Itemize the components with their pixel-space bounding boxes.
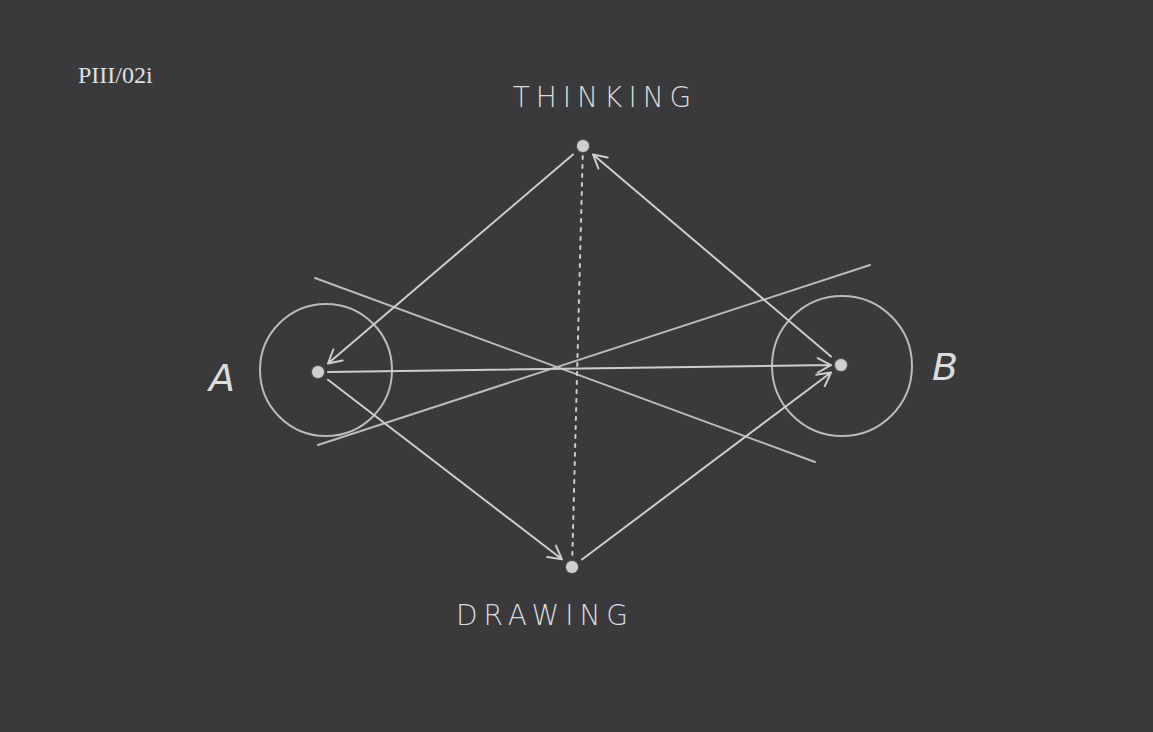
tangent-line xyxy=(318,265,870,445)
concept-label: THINKING xyxy=(513,81,698,114)
chalk-arrow xyxy=(328,380,562,560)
chalk-dot xyxy=(566,561,578,573)
chalk-point: THINKING xyxy=(575,138,591,154)
chalk-point: A xyxy=(310,364,326,380)
chalk-point: B xyxy=(833,357,849,373)
point-label: B xyxy=(932,345,958,389)
concept-label: DRAWING xyxy=(456,599,634,632)
chalk-arrow xyxy=(328,155,573,364)
tangent-line xyxy=(315,278,815,462)
chalk-circle xyxy=(260,304,392,436)
chalk-arrow xyxy=(582,373,831,560)
chalk-dot xyxy=(835,359,847,371)
chalk-arrow xyxy=(328,358,831,372)
chalk-dot xyxy=(577,140,589,152)
chalk-point: DRAWING xyxy=(564,559,580,575)
point-label: A xyxy=(209,356,235,400)
chalk-dot xyxy=(312,366,324,378)
chalk-arrow xyxy=(593,155,831,357)
dotted-axis xyxy=(572,156,582,557)
plate-number: PIII/02i xyxy=(78,62,153,89)
